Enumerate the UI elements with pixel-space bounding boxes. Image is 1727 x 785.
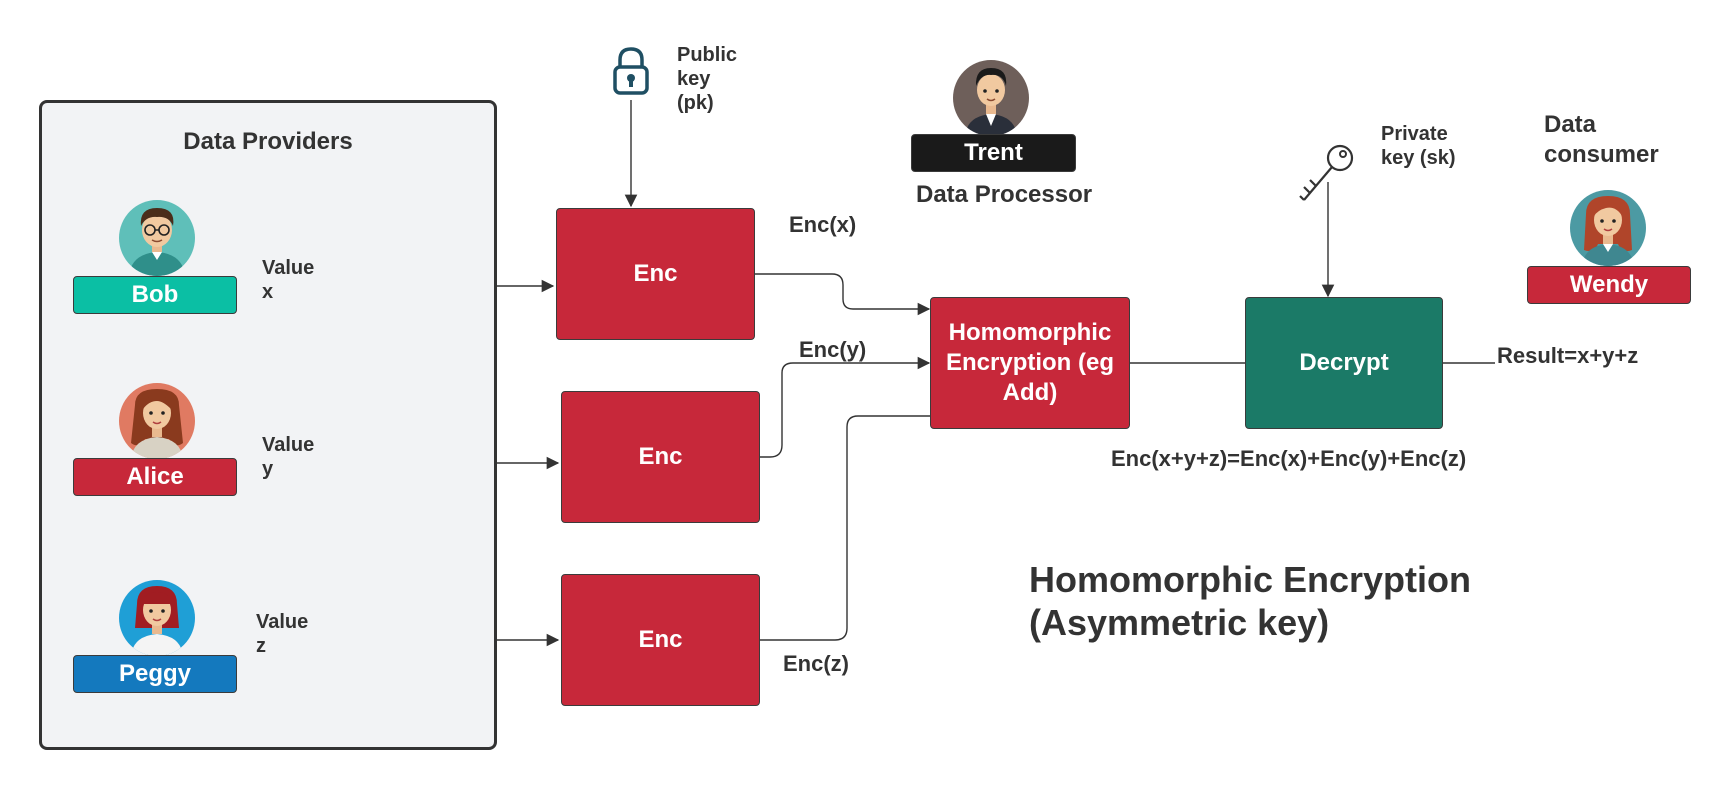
data-consumer-label: Data consumer	[1544, 111, 1659, 168]
enc-x-connector	[755, 273, 931, 316]
alice-value-label: Value y	[262, 434, 315, 480]
private-key-label: Private key (sk)	[1381, 123, 1456, 169]
enc-z-connector	[760, 415, 932, 641]
bob-name-tag: Bob	[73, 276, 237, 314]
wendy-avatar	[1570, 190, 1646, 266]
peggy-name-tag: Peggy	[73, 655, 237, 693]
bob-value-label: Value x	[262, 257, 315, 303]
trent-avatar	[953, 60, 1029, 136]
trent-name-tag: Trent	[911, 134, 1076, 172]
alice-avatar	[119, 383, 195, 459]
result-label: Result=x+y+z	[1497, 343, 1639, 368]
data-processor-label: Data Processor	[916, 181, 1093, 208]
enc-box-x: Enc	[556, 208, 755, 340]
public-key-label: Public key (pk)	[677, 44, 738, 114]
wendy-name-tag: Wendy	[1527, 266, 1691, 304]
peggy-avatar	[119, 580, 195, 656]
data-providers-title: Data Providers	[183, 128, 353, 155]
homomorphic-encryption-box: Homomorphic Encryption (eg Add)	[930, 297, 1130, 429]
key-icon	[1296, 140, 1356, 206]
enc-z-label: Enc(z)	[783, 651, 849, 676]
enc-box-z: Enc	[561, 574, 760, 706]
enc-y-label: Enc(y)	[799, 337, 867, 362]
data-providers-panel	[39, 100, 497, 750]
padlock-icon	[611, 46, 651, 96]
enc-x-label: Enc(x)	[789, 212, 857, 237]
alice-name-tag: Alice	[73, 458, 237, 496]
bob-avatar	[119, 200, 195, 276]
diagram-title: Homomorphic Encryption (Asymmetric key)	[1029, 559, 1472, 644]
enc-y-connector	[760, 356, 931, 458]
enc-box-y: Enc	[561, 391, 760, 523]
peggy-value-label: Value z	[256, 611, 309, 657]
homomorphic-formula: Enc(x+y+z)=Enc(x)+Enc(y)+Enc(z)	[1111, 446, 1467, 471]
decrypt-box: Decrypt	[1245, 297, 1443, 429]
